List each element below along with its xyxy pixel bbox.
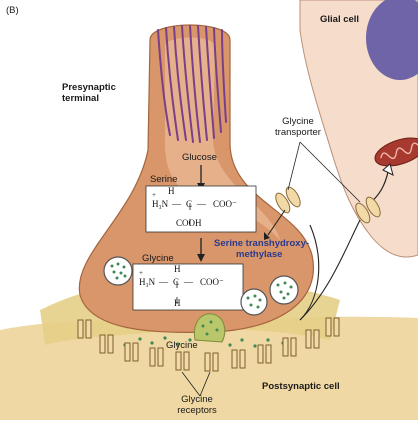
glycine-carboxyl: COO⁻ xyxy=(200,277,224,287)
receptors-label-line1: Glycine xyxy=(181,394,213,405)
transporter-leader-1 xyxy=(287,141,301,191)
serine-carboxyl: COO⁻ xyxy=(213,199,237,209)
glycine-transporter-label-line1: Glycine xyxy=(282,116,314,127)
serine-formula-box xyxy=(145,185,257,233)
cleft-glycine-dots xyxy=(108,336,285,348)
serine-top-h: H xyxy=(168,186,175,196)
serine-dash-2: — xyxy=(197,199,206,209)
postsynaptic-cell-label: Postsynaptic cell xyxy=(262,381,340,392)
presynaptic-label-line1: Presynaptic xyxy=(62,82,116,93)
transporter-leader-2 xyxy=(299,141,361,203)
vesicle-right-top xyxy=(269,275,299,305)
glycine-top-h: H xyxy=(174,264,181,274)
glycine-dash-1: — xyxy=(159,277,168,287)
serine-carbon: C xyxy=(186,199,193,209)
presynaptic-label-line2: terminal xyxy=(62,93,99,104)
glucose-label: Glucose xyxy=(182,152,217,163)
glycine-dash-2: — xyxy=(184,277,193,287)
glycine-plus: + xyxy=(139,269,143,277)
cleft-glycine-label: Glycine xyxy=(166,340,198,351)
glycine-formula-box xyxy=(132,263,244,311)
mitochondrion xyxy=(374,137,418,167)
glycine-bottom: H xyxy=(174,298,181,308)
transporter-glial xyxy=(355,196,381,224)
glycine-transporter-label-line2: transporter xyxy=(275,127,321,138)
serine-dash-1: — xyxy=(172,199,181,209)
serine-plus: + xyxy=(152,191,156,199)
receptors-label-line2: receptors xyxy=(177,405,217,416)
enzyme-label-line2: methylase xyxy=(236,249,283,260)
fusing-vesicle xyxy=(193,313,226,343)
vesicle-right-bottom xyxy=(240,288,268,316)
glial-cell-label: Glial cell xyxy=(320,14,360,25)
microtubules xyxy=(157,25,227,143)
transporter-presynaptic xyxy=(275,186,301,214)
glycine-label: Glycine xyxy=(142,253,174,264)
serine-label: Serine xyxy=(150,174,178,185)
serine-bottom: COOH xyxy=(176,218,202,228)
receptor-leader-1 xyxy=(181,371,201,397)
panel-label: (B) xyxy=(6,5,19,16)
reuptake-arrow xyxy=(299,224,320,321)
receptor-leader-2 xyxy=(199,371,211,397)
glycine-receptors xyxy=(77,317,340,372)
glycine-amine: H₃N xyxy=(139,277,156,287)
serine-amine: H₃N xyxy=(152,199,169,209)
vesicle-left xyxy=(103,256,133,286)
enzyme-label-line1: Serine transhydroxy- xyxy=(214,238,310,249)
glial-nucleus xyxy=(366,0,418,80)
glycine-carbon: C xyxy=(173,277,180,287)
